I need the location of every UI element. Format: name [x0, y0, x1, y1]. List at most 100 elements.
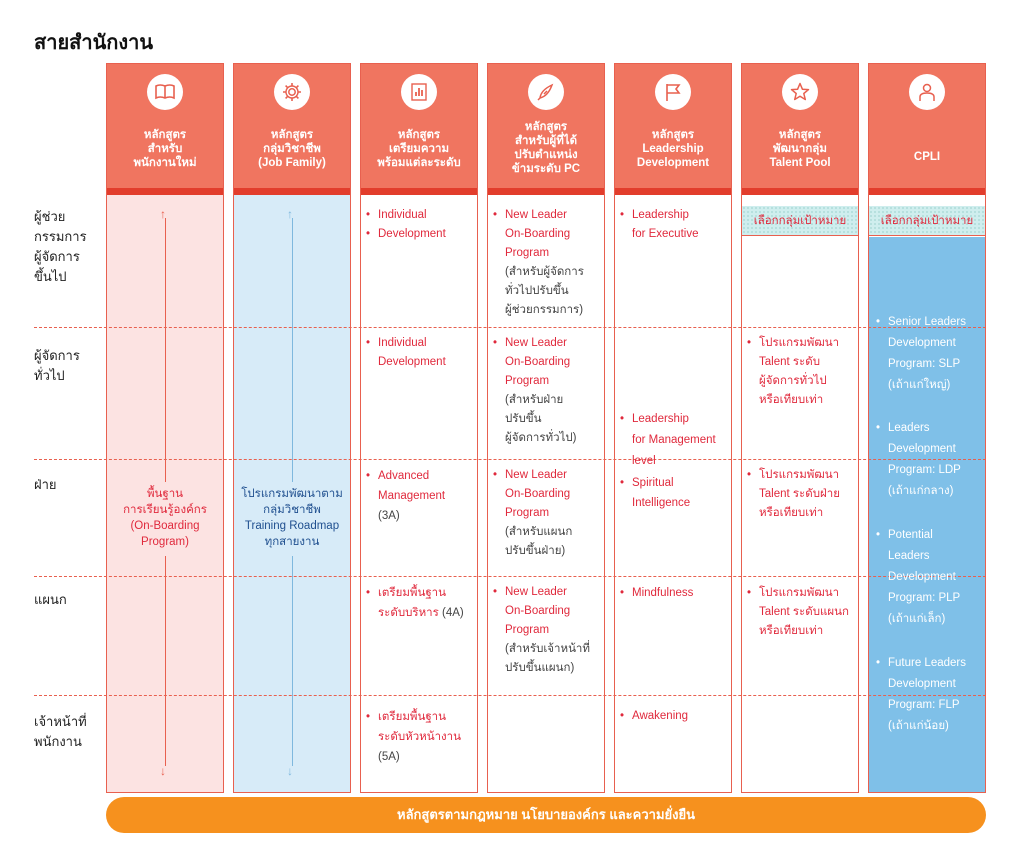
cpli-item: Senior Leaders Development Program: SLP …: [876, 312, 984, 396]
cpli-item-title-line: Leaders: [888, 550, 930, 562]
promoted-item-note: (สำหรับเจ้าหน้าที่: [505, 643, 590, 655]
select-target-label: เลือกกลุ่มเป้าหมาย: [869, 206, 985, 236]
promoted-item-note: ผู้จัดการทั่วไป): [505, 432, 577, 444]
column-title: หลักสูตร สำหรับ พนักงานใหม่: [133, 129, 197, 169]
promoted-item-title: New Leader: [493, 583, 603, 602]
cpli-item: Potential Leaders Development Program: P…: [876, 525, 984, 630]
talent-item: โปรแกรมพัฒนา Talent ระดับ ผู้จัดการทั่วไ…: [747, 334, 859, 410]
flag-icon: [655, 74, 691, 110]
star-icon: [782, 74, 818, 110]
book-icon: [147, 74, 183, 110]
column-title: CPLI: [913, 151, 941, 163]
readiness-item-title-line: Development: [378, 228, 446, 240]
cpli-item: Future Leaders Development Program: FLP …: [876, 653, 984, 737]
talent-item: โปรแกรมพัฒนา Talent ระดับฝ่าย หรือเทียบเ…: [747, 466, 859, 523]
header-strip: [361, 188, 477, 195]
leadership-item-title-line: for Management: [632, 434, 716, 446]
column-title: หลักสูตร เตรียมความ พร้อมแต่ละระดับ: [377, 129, 461, 169]
cpli-item: Leaders Development Program: LDP (เถ้าแก…: [876, 418, 984, 502]
cpli-item-title: Future Leaders: [876, 653, 984, 674]
column-talent-pool: หลักสูตร พัฒนากลุ่ม Talent Pool เลือกกลุ…: [741, 63, 859, 793]
leadership-item-title: Leadership: [620, 409, 730, 430]
cpli-item-title-line: (เถ้าแก่ใหญ่): [888, 379, 951, 391]
column-title: หลักสูตร พัฒนากลุ่ม Talent Pool: [769, 129, 831, 169]
level-label-department: ฝ่าย: [34, 477, 57, 492]
header-strip: [615, 188, 731, 195]
leadership-item-title: Spiritual: [620, 473, 730, 493]
header-strip: [488, 188, 604, 195]
promoted-item-title-line: On-Boarding: [505, 605, 571, 617]
promoted-item-note: ปรับขึ้นฝ่าย): [505, 545, 566, 557]
level-divider: [34, 459, 986, 460]
vertical-arrow-line: [292, 218, 293, 482]
level-divider: [34, 327, 986, 328]
cpli-item-title-line: (เถ้าแก่กลาง): [888, 485, 954, 497]
readiness-item-note: (5A): [378, 751, 400, 763]
page-title: สายสำนักงาน: [34, 32, 154, 54]
level-label-section: แผนก: [34, 592, 67, 607]
onboarding-basics-text: พื้นฐาน การเรียนรู้องค์กร (On-Boarding P…: [123, 488, 207, 548]
readiness-item-title: Individual: [366, 206, 474, 225]
cpli-item-title-line: Program: SLP: [888, 358, 961, 370]
promoted-item-note: (สำหรับผู้จัดการ: [505, 266, 584, 278]
promoted-item: New Leader On-Boarding Program (สำหรับฝ่…: [493, 334, 603, 448]
column-header: หลักสูตร Leadership Development: [615, 64, 731, 188]
readiness-item: เตรียมพื้นฐาน ระดับบริหาร (4A): [366, 583, 476, 623]
leadership-item-title-line: for Executive: [632, 228, 699, 240]
level-label-executive: ผู้ช่วย กรรมการ ผู้จัดการ ขึ้นไป: [34, 209, 87, 284]
header-strip: [107, 188, 223, 195]
leadership-item-title: Leadership: [620, 206, 730, 225]
readiness-item-title-line: ระดับบริหาร (4A): [366, 603, 476, 623]
leadership-item-title-line: Intelligence: [632, 497, 691, 509]
arrow-down-icon: ↓: [287, 764, 293, 778]
gear-icon: [274, 74, 310, 110]
readiness-item: Advanced Management (3A): [366, 466, 474, 526]
talent-item-title-line: หรือเทียบเท่า: [759, 394, 824, 406]
person-icon: [909, 74, 945, 110]
cpli-item-title-line: (เถ้าแก่เล็ก): [888, 613, 946, 625]
leadership-item-title: Mindfulness: [620, 584, 730, 603]
talent-item-title-line: Talent ระดับ: [759, 356, 821, 368]
talent-item-title: โปรแกรมพัฒนา: [747, 334, 859, 353]
leadership-item: Awakening: [620, 707, 730, 726]
cpli-item-title-line: Development: [888, 443, 956, 455]
column-header: หลักสูตร เตรียมความ พร้อมแต่ละระดับ: [361, 64, 477, 188]
promoted-item-note: (สำหรับแผนก: [505, 526, 573, 538]
promoted-item: New Leader On-Boarding Program (สำหรับแผ…: [493, 466, 603, 561]
talent-item-title-line: Talent ระดับแผนก: [759, 606, 849, 618]
readiness-item-title-text: ระดับบริหาร: [378, 607, 439, 619]
readiness-item: Individual Development: [366, 334, 474, 372]
column-title: หลักสูตร Leadership Development: [636, 129, 710, 169]
leadership-item: Spiritual Intelligence: [620, 473, 730, 513]
column-header: หลักสูตร สำหรับผู้ที่ได้ ปรับตำแหน่ง ข้า…: [488, 64, 604, 188]
header-strip: [742, 188, 858, 195]
level-divider: [34, 576, 986, 577]
promoted-item-title-line: On-Boarding: [505, 228, 571, 240]
promoted-item-title-line: On-Boarding: [505, 356, 571, 368]
talent-item-title: โปรแกรมพัฒนา: [747, 466, 859, 485]
promoted-item-note: ทั่วไปปรับขึ้น: [505, 285, 569, 297]
promoted-item-note: ปรับขึ้น: [505, 413, 542, 425]
column-header: หลักสูตร กลุ่มวิชาชีพ (Job Family): [234, 64, 350, 188]
cpli-item-title-line: Program: LDP: [888, 464, 961, 476]
cpli-item-title-line: (เถ้าแก่น้อย): [888, 720, 949, 732]
leadership-item-title: Awakening: [620, 707, 730, 726]
leadership-item: Mindfulness: [620, 584, 730, 603]
talent-item-title-line: ผู้จัดการทั่วไป: [759, 375, 827, 387]
talent-item-title-line: หรือเทียบเท่า: [759, 507, 824, 519]
level-label-staff: เจ้าหน้าที่ พนักงาน: [34, 714, 87, 749]
header-strip: [869, 188, 985, 195]
readiness-item-title: Development: [366, 225, 474, 244]
talent-item-title-line: Talent ระดับฝ่าย: [759, 488, 840, 500]
promoted-item-note: ผู้ช่วยกรรมการ): [505, 304, 584, 316]
cpli-item-title-line: Development: [888, 571, 956, 583]
leadership-item: Leadership for Executive: [620, 206, 730, 244]
cpli-item-title: Senior Leaders: [876, 312, 984, 333]
cpli-item-title: Leaders: [876, 418, 984, 439]
leadership-item-title-line: level: [632, 455, 656, 467]
promoted-item: New Leader On-Boarding Program (สำหรับผู…: [493, 206, 603, 320]
leadership-item: Leadership for Management level: [620, 409, 730, 472]
talent-item: โปรแกรมพัฒนา Talent ระดับแผนก หรือเทียบเ…: [747, 584, 861, 641]
header-strip: [234, 188, 350, 195]
readiness-item-title: เตรียมพื้นฐาน: [366, 583, 476, 603]
